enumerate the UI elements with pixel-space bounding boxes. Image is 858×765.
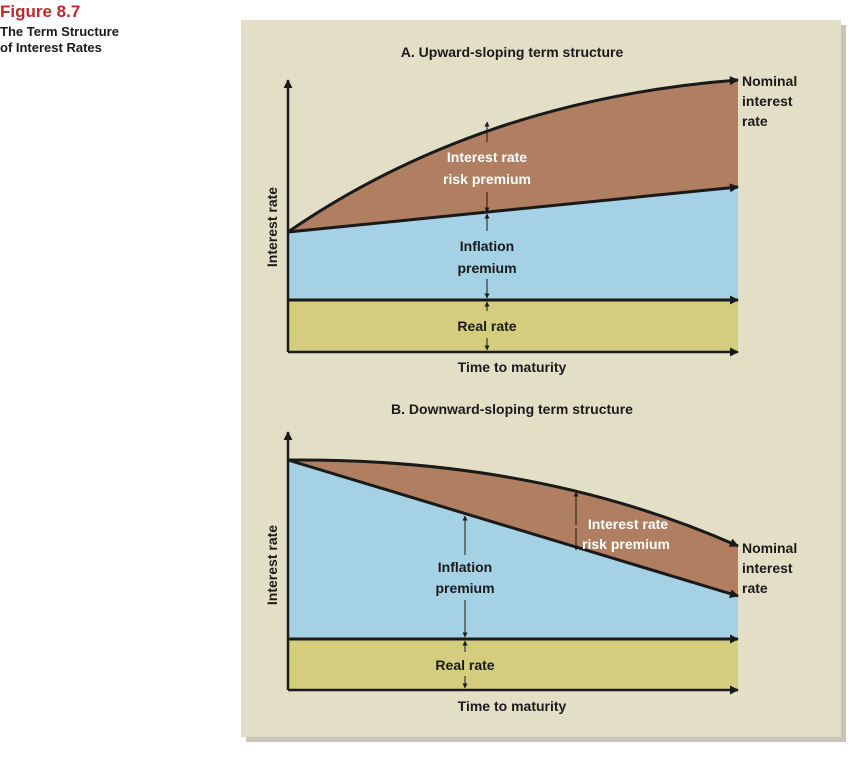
panel-a-title: A. Upward-sloping term structure	[401, 44, 624, 60]
figure-caption: The Term Structure of Interest Rates	[0, 24, 200, 56]
figure-label: Figure 8.7	[0, 2, 81, 21]
panel-b: B. Downward-sloping term structure Inter…	[264, 401, 797, 714]
panel-b-risk-premium-label-2: risk premium	[582, 536, 670, 552]
panel-a-risk-premium-label-2: risk premium	[443, 171, 531, 187]
panel-a-risk-premium-label-1: Interest rate	[447, 149, 527, 165]
panel-a-nominal-label-3: rate	[742, 113, 768, 129]
panel-b-nominal-label-2: interest	[742, 560, 793, 576]
figure-caption-line-2: of Interest Rates	[0, 40, 102, 55]
panel-a-x-axis-label: Time to maturity	[458, 359, 567, 375]
panel-a: A. Upward-sloping term structure Interes…	[264, 44, 797, 375]
panel-a-inflation-premium-band	[288, 187, 738, 300]
panel-b-inflation-line	[287, 458, 739, 598]
panel-b-x-axis-label: Time to maturity	[458, 698, 567, 714]
panel-b-title: B. Downward-sloping term structure	[391, 401, 633, 417]
panel-b-nominal-label-1: Nominal	[742, 540, 797, 556]
panel-b-inflation-label-1: Inflation	[438, 559, 492, 575]
panel-a-nominal-label-1: Nominal	[742, 73, 797, 89]
panel-a-inflation-label-2: premium	[457, 260, 516, 276]
panel-b-nominal-rate-curve	[287, 458, 739, 548]
panel-a-y-axis-label: Interest rate	[264, 187, 280, 267]
panel-b-inflation-premium-band	[288, 460, 738, 639]
panel-b-nominal-label-3: rate	[742, 580, 768, 596]
panel-b-real-rate-label: Real rate	[435, 657, 494, 673]
panel-b-inflation-label-2: premium	[435, 580, 494, 596]
panel-b-y-axis-label: Interest rate	[264, 525, 280, 605]
panel-a-real-rate-band	[288, 300, 738, 352]
panel-a-nominal-label-2: interest	[742, 93, 793, 109]
panel-a-nominal-rate-curve	[287, 76, 739, 234]
panel-a-inflation-line	[287, 183, 739, 234]
panel-a-risk-premium-band	[288, 80, 738, 232]
panel-a-inflation-label-1: Inflation	[460, 238, 514, 254]
panel-b-real-rate-band	[288, 639, 738, 690]
panel-b-risk-premium-label-1: Interest rate	[588, 516, 668, 532]
panel-a-real-rate-label: Real rate	[457, 318, 516, 334]
figure-caption-line-1: The Term Structure	[0, 24, 119, 39]
